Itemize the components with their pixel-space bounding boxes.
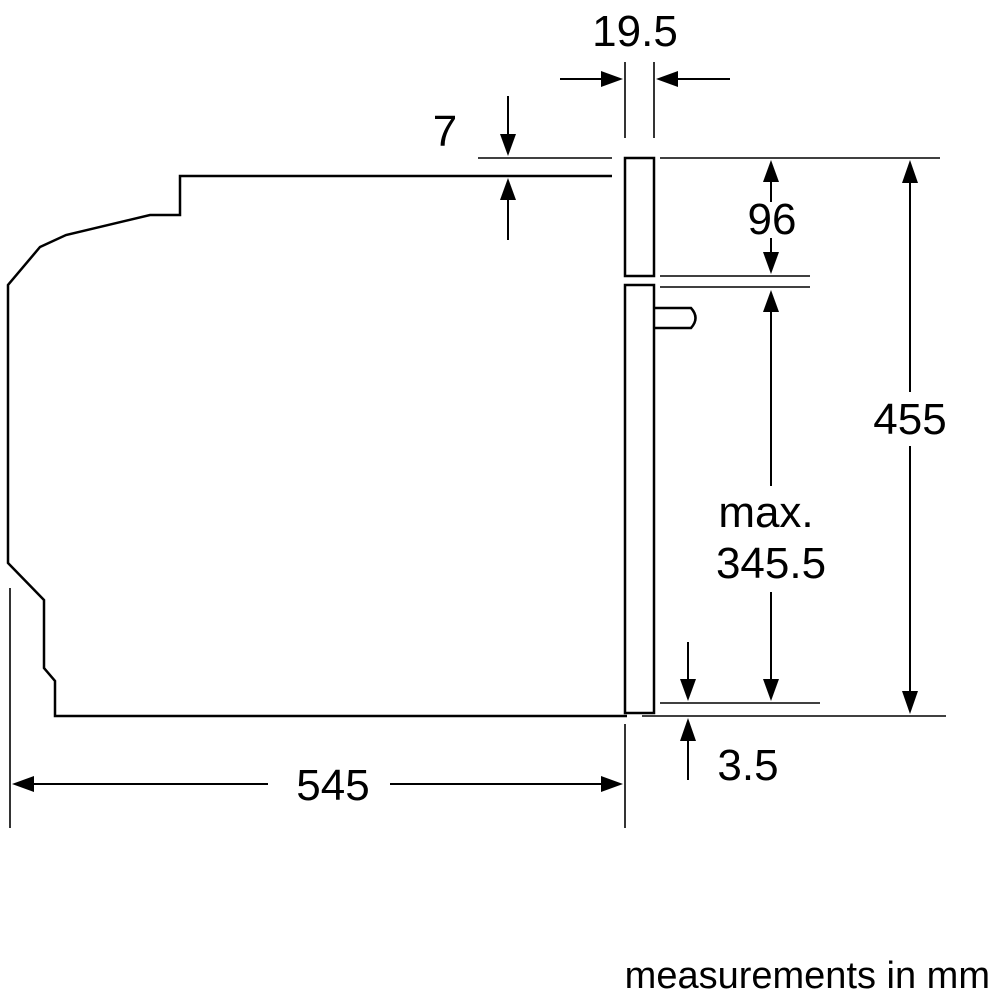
arrow-head xyxy=(902,691,918,714)
arrow-head xyxy=(601,71,623,87)
control-knob xyxy=(654,306,697,330)
arrow-head xyxy=(763,252,779,274)
arrow-head xyxy=(680,679,696,701)
arrow-head xyxy=(500,134,516,156)
arrow-head xyxy=(12,776,34,792)
door-height-label: 345.5 xyxy=(716,539,826,588)
arrow-head xyxy=(763,160,779,182)
units-note: measurements in mm xyxy=(625,955,990,997)
arrow-head xyxy=(601,776,623,792)
bottom-offset-label: 3.5 xyxy=(717,741,778,790)
arrow-head xyxy=(680,718,696,741)
top-offset-label: 7 xyxy=(433,107,457,156)
oven-body-outline xyxy=(6,174,627,718)
control-panel-height-label: 96 xyxy=(748,195,797,244)
arrow-head xyxy=(763,290,779,312)
control-panel xyxy=(623,156,656,278)
door-height-prefix-label: max. xyxy=(718,488,813,537)
oven-door xyxy=(623,283,656,715)
front-thickness-label: 19.5 xyxy=(592,7,678,56)
total-height-label: 455 xyxy=(873,395,946,444)
arrow-head xyxy=(500,178,516,200)
arrow-head xyxy=(902,160,918,183)
arrow-head xyxy=(763,679,779,701)
depth-label: 545 xyxy=(296,761,369,810)
arrow-head xyxy=(656,71,678,87)
